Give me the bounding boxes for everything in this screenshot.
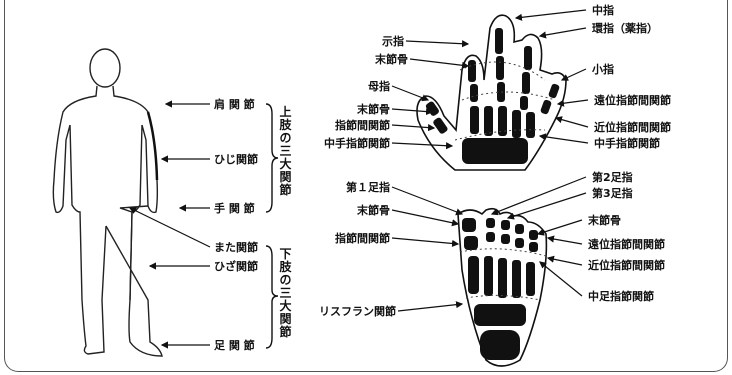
hand-leader-lines <box>391 9 589 150</box>
label-distal-phalanx-thumb: 末節骨 <box>357 103 390 116</box>
label-middle-finger: 中指 <box>592 4 614 17</box>
label-distal-phalanx-hand: 末節骨 <box>375 53 408 66</box>
label-distal-phalanx-foot-right: 末節骨 <box>588 214 621 227</box>
label-mcp-hand-right: 中手指節関節 <box>594 137 660 150</box>
label-ip-hand: 指節間関節 <box>335 119 390 132</box>
foot-illustration <box>457 207 548 367</box>
label-little-finger: 小指 <box>592 63 614 76</box>
body-leader-lines <box>128 100 211 349</box>
group-braces <box>265 103 279 349</box>
label-mtp-foot: 中足指節関節 <box>588 290 654 303</box>
label-wrist-joint: 手 関 節 <box>214 202 255 215</box>
label-ip-foot: 指節間関節 <box>335 232 390 245</box>
label-third-toe: 第3足指 <box>592 187 633 200</box>
label-distal-phalanx-foot-left: 末節骨 <box>357 204 390 217</box>
label-first-toe: 第１足指 <box>346 181 390 194</box>
label-knee-joint: ひざ関節 <box>214 260 258 273</box>
label-elbow-joint: ひじ関節 <box>214 153 258 166</box>
hand-illustration <box>416 14 567 171</box>
label-lisfranc-joint: リスフラン関節 <box>319 305 396 318</box>
foot-leader-lines <box>391 176 587 312</box>
label-pip-hand: 近位指節間関節 <box>594 121 671 134</box>
human-figure <box>52 48 163 357</box>
label-pip-foot: 近位指節間関節 <box>588 259 665 272</box>
label-dip-foot: 遠位指節間関節 <box>588 238 665 251</box>
group-lower-limb: 下肢の三大関節 <box>279 247 292 339</box>
group-upper-limb: 上肢の三大関節 <box>279 105 292 197</box>
diagram-frame <box>4 0 728 372</box>
label-hip-joint: また関節 <box>214 241 258 254</box>
label-ankle-joint: 足 関 節 <box>214 339 255 352</box>
label-ring-finger: 環指（薬指） <box>592 22 658 35</box>
label-mcp-hand-left: 中手指節関節 <box>324 137 390 150</box>
label-index-finger: 示指 <box>382 35 404 48</box>
label-shoulder-joint: 肩 関 節 <box>214 98 255 111</box>
label-thumb: 母指 <box>368 80 390 93</box>
label-second-toe: 第2足指 <box>592 171 633 184</box>
label-dip-hand: 遠位指節間関節 <box>594 94 671 107</box>
